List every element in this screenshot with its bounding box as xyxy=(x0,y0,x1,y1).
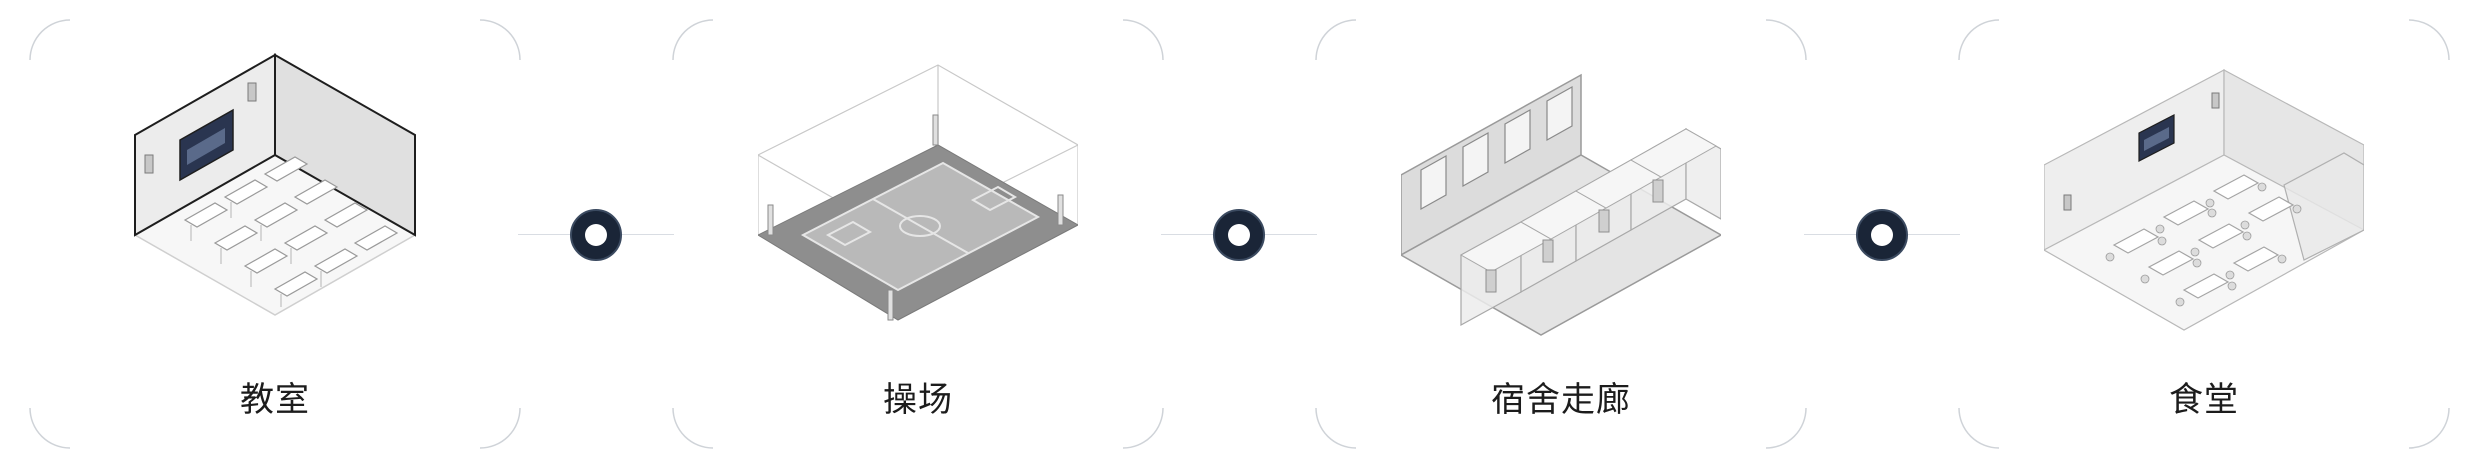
connector-dot-icon xyxy=(1856,209,1908,261)
card-corner-brackets xyxy=(1315,19,1807,449)
scene-label: 食堂 xyxy=(2169,380,2239,420)
scene-label: 宿舍走廊 xyxy=(1491,380,1631,420)
scene-card-classroom[interactable]: 教室 xyxy=(29,19,521,449)
scene-card-playground[interactable]: 操场 xyxy=(672,19,1164,449)
canteen-illustration xyxy=(2044,68,2364,331)
scene-card-dorm-corridor[interactable]: 宿舍走廊 xyxy=(1315,19,1807,449)
card-corner-brackets xyxy=(672,19,1164,449)
playground-illustration xyxy=(758,64,1078,321)
card-corner-brackets xyxy=(1958,19,2450,449)
flow-connector xyxy=(1804,205,1960,265)
dorm-corridor-illustration xyxy=(1401,73,1721,336)
card-corner-brackets xyxy=(29,19,521,449)
connector-dot-icon xyxy=(570,209,622,261)
scene-label: 教室 xyxy=(240,380,310,420)
classroom-illustration xyxy=(133,53,417,316)
flow-connector xyxy=(1161,205,1317,265)
flow-connector xyxy=(518,205,674,265)
scene-card-canteen[interactable]: 食堂 xyxy=(1958,19,2450,449)
connector-dot-icon xyxy=(1213,209,1265,261)
scene-label: 操场 xyxy=(883,380,953,420)
